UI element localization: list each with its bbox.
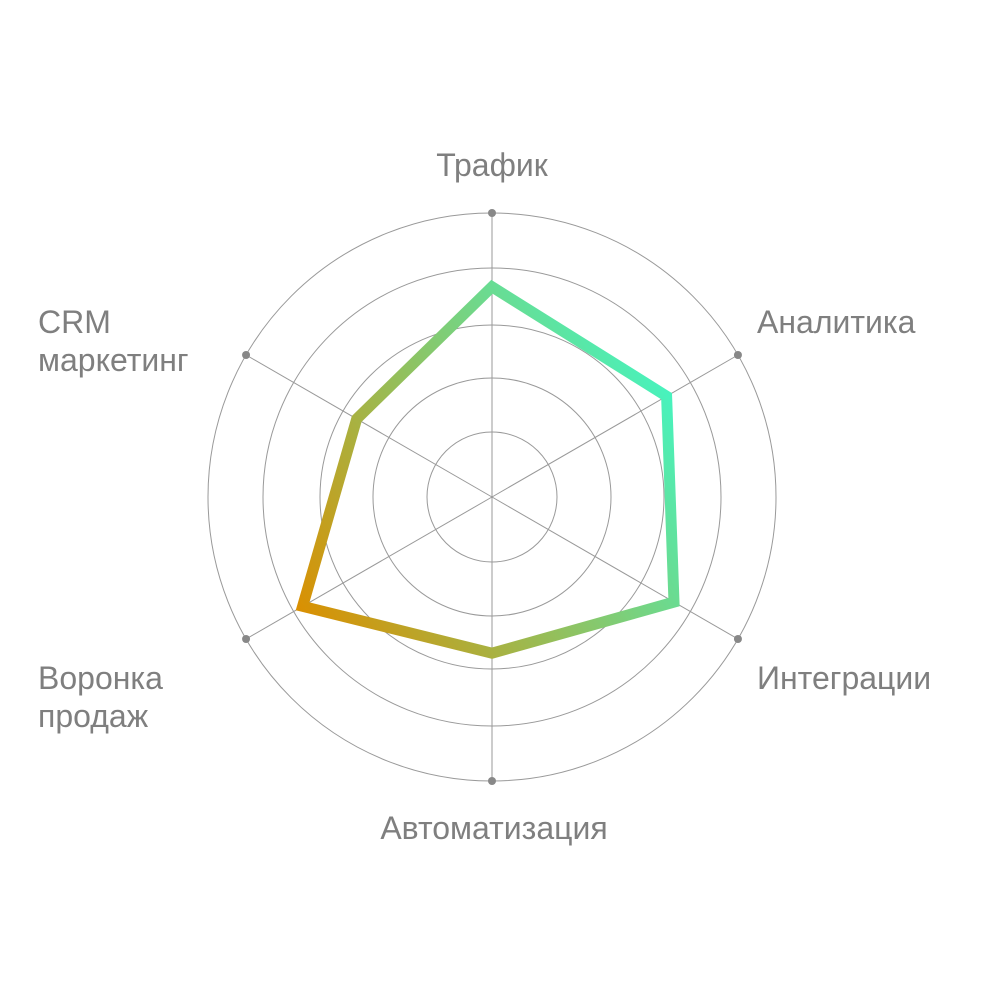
axis-label-automation: Автоматизация (380, 810, 608, 846)
axis-end-dot-3 (733, 635, 742, 643)
radar-grid (207, 209, 777, 785)
axis-end-dot-1 (488, 209, 496, 217)
series-polygon-1 (295, 279, 680, 659)
axis-line-2 (491, 354, 739, 498)
axis-label-traffic: Трафик (436, 147, 548, 183)
axis-line-3 (491, 496, 739, 640)
radar-series (295, 279, 680, 659)
axis-end-dot-2 (733, 351, 742, 359)
axis-line-5 (245, 496, 493, 640)
axis-end-dot-6 (242, 351, 251, 359)
axis-line-6 (245, 354, 493, 498)
axis-end-dot-4 (488, 777, 496, 785)
axis-end-dot-5 (242, 635, 251, 643)
axis-label-integrations: Интеграции (757, 660, 932, 696)
axis-label-analytics: Аналитика (757, 304, 916, 340)
